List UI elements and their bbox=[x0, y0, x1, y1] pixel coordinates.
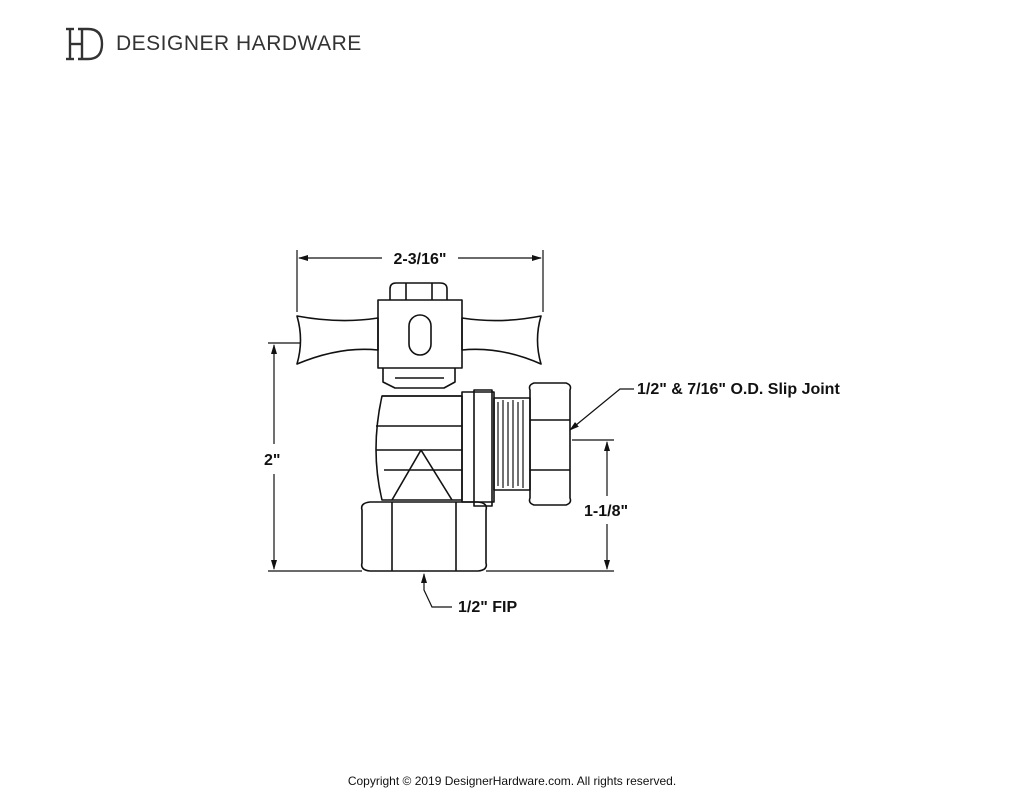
dimension-labels: 2-3/16" 2" 1-1/8" 1/2" & 7/16" O.D. Slip… bbox=[264, 251, 840, 616]
copyright-footer: Copyright © 2019 DesignerHardware.com. A… bbox=[347, 774, 677, 788]
slip-joint-label: 1/2" & 7/16" O.D. Slip Joint bbox=[637, 381, 840, 398]
width-dimension-label: 2-3/16" bbox=[394, 251, 447, 268]
height-dimension-label: 2" bbox=[264, 452, 280, 469]
brand-name: DESIGNER HARDWARE bbox=[116, 32, 362, 55]
fip-label: 1/2" FIP bbox=[458, 599, 517, 616]
valve-outline bbox=[296, 282, 572, 572]
dimension-lines bbox=[268, 250, 634, 608]
brand-header: DESIGNER HARDWARE bbox=[64, 26, 362, 62]
outlet-height-dimension-label: 1-1/8" bbox=[584, 503, 628, 520]
dh-monogram-logo bbox=[66, 27, 104, 61]
